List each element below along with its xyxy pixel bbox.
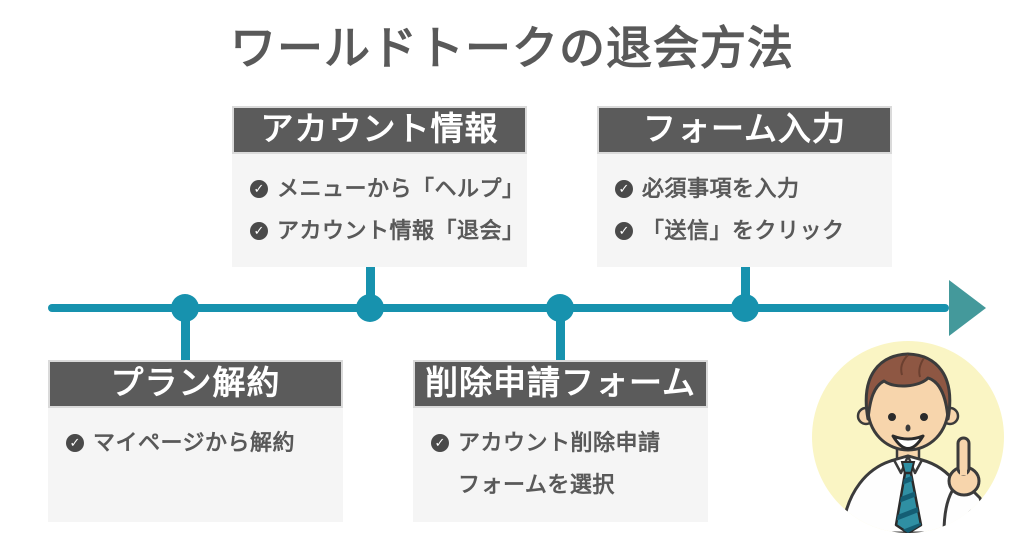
checklist-item-label: メニューから「ヘルプ」 (277, 176, 525, 201)
check-icon: ✓ (615, 180, 633, 198)
check-icon: ✓ (615, 222, 633, 240)
step-title: 削除申請フォーム (413, 360, 708, 408)
timeline-dot-2 (356, 294, 384, 322)
step-title: フォーム入力 (597, 106, 892, 154)
timeline-dot-4 (731, 294, 759, 322)
page-title: ワールドトークの退会方法 (230, 22, 794, 74)
checklist-item: ✓ アカウント削除申請 フォームを選択 (431, 422, 700, 506)
step-box-delete-form: 削除申請フォーム ✓ アカウント削除申請 フォームを選択 (413, 360, 708, 522)
step-body: ✓ アカウント削除申請 フォームを選択 (413, 408, 708, 522)
timeline-arrow-icon (949, 280, 986, 336)
checklist-item-label: 「送信」をクリック (642, 218, 845, 243)
step-body: ✓ メニューから「ヘルプ」 ✓ アカウント情報「退会」 (232, 154, 527, 267)
checklist-item-label: アカウント情報「退会」 (277, 218, 525, 243)
checklist-item: ✓ アカウント情報「退会」 (250, 210, 525, 252)
check-icon: ✓ (431, 434, 449, 452)
step-box-plan-cancel: プラン解約 ✓ マイページから解約 (48, 360, 343, 522)
step-title: プラン解約 (48, 360, 343, 408)
check-icon: ✓ (250, 222, 268, 240)
timeline-connector-2 (366, 266, 375, 308)
checklist-item: ✓ 必須事項を入力 (615, 168, 884, 210)
step-body: ✓ 必須事項を入力 ✓ 「送信」をクリック (597, 154, 892, 267)
timeline-line (48, 304, 949, 312)
checklist-item: ✓ マイページから解約 (66, 422, 335, 464)
checklist-item-label: マイページから解約 (93, 430, 296, 455)
checklist-item-label: 必須事項を入力 (642, 176, 800, 201)
timeline-connector-4 (741, 266, 750, 308)
step-body: ✓ マイページから解約 (48, 408, 343, 522)
check-icon: ✓ (250, 180, 268, 198)
timeline-dot-3 (546, 294, 574, 322)
step-title: アカウント情報 (232, 106, 527, 154)
checklist-item: ✓ メニューから「ヘルプ」 (250, 168, 525, 210)
timeline-connector-3 (556, 308, 565, 362)
timeline-connector-1 (181, 308, 190, 362)
check-icon: ✓ (66, 434, 84, 452)
checklist-item: ✓ 「送信」をクリック (615, 210, 884, 252)
pointing-man-illustration (812, 341, 1004, 533)
pointing-man-icon (840, 352, 985, 533)
step-box-form-input: フォーム入力 ✓ 必須事項を入力 ✓ 「送信」をクリック (597, 106, 892, 267)
timeline-dot-1 (171, 294, 199, 322)
step-box-account-info: アカウント情報 ✓ メニューから「ヘルプ」 ✓ アカウント情報「退会」 (232, 106, 527, 267)
checklist-item-label: アカウント削除申請 フォームを選択 (458, 430, 661, 497)
